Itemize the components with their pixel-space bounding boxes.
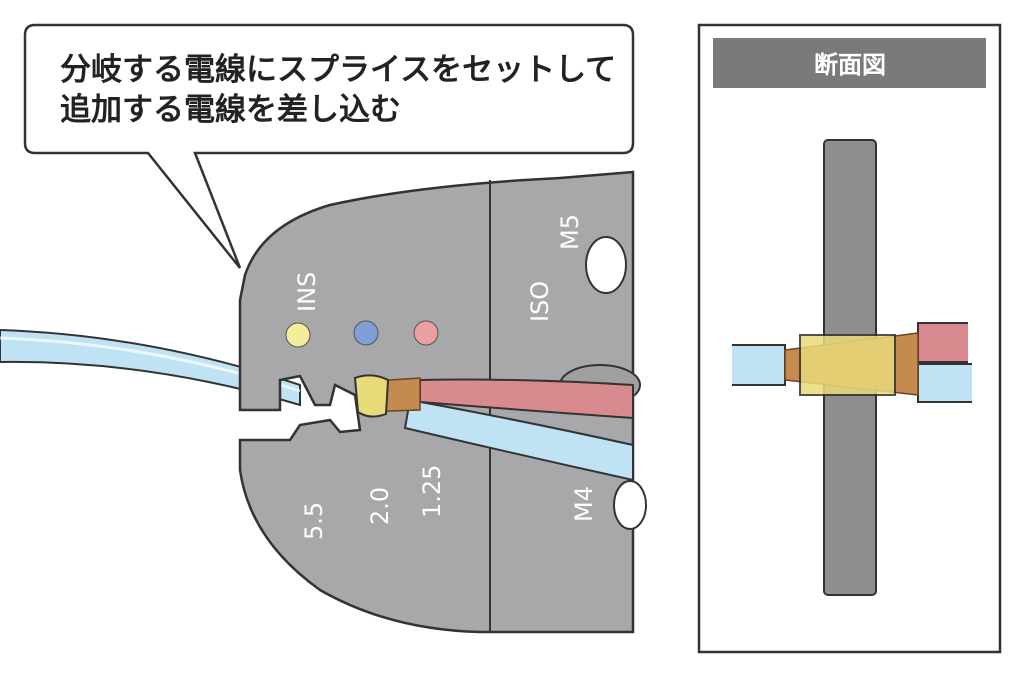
m5-label: M5 — [556, 214, 584, 250]
size-5-5-label: 5.5 — [300, 502, 328, 540]
size-1-25-label: 1.25 — [418, 465, 446, 518]
cross-section-header — [713, 38, 986, 88]
m4-hole — [613, 480, 647, 530]
m5-hole — [585, 236, 627, 294]
branch-wires — [353, 374, 634, 482]
red-wire — [419, 378, 634, 420]
m4-label: M4 — [570, 486, 598, 522]
iso-label: ISO — [526, 281, 554, 322]
cs-splice-sleeve — [799, 334, 896, 396]
ins-dot-red — [413, 320, 439, 346]
crimp-tool: INS ISO M5 M4 5.5 2.0 1.25 — [238, 170, 647, 634]
size-2-0-label: 2.0 — [366, 487, 394, 525]
cross-section-title: 断面図 — [814, 51, 886, 79]
cs-blue-wire-right — [917, 363, 972, 403]
ins-dot-blue — [353, 320, 379, 346]
ins-dot-yellow — [285, 322, 311, 348]
cs-red-wire — [917, 322, 968, 363]
blue-branch-wire — [403, 398, 634, 482]
splice-sleeve — [353, 374, 390, 418]
cs-blue-wire-left — [732, 344, 786, 386]
ins-label: INS — [293, 272, 321, 312]
callout-bubble: 分岐する電線にスプライスをセットして 追加する電線を差し込む — [23, 23, 635, 269]
callout-line-2: 追加する電線を差し込む — [60, 92, 401, 128]
cross-section-panel: 断面図 — [697, 23, 1002, 654]
callout-line-1: 分岐する電線にスプライスをセットして — [60, 52, 616, 88]
